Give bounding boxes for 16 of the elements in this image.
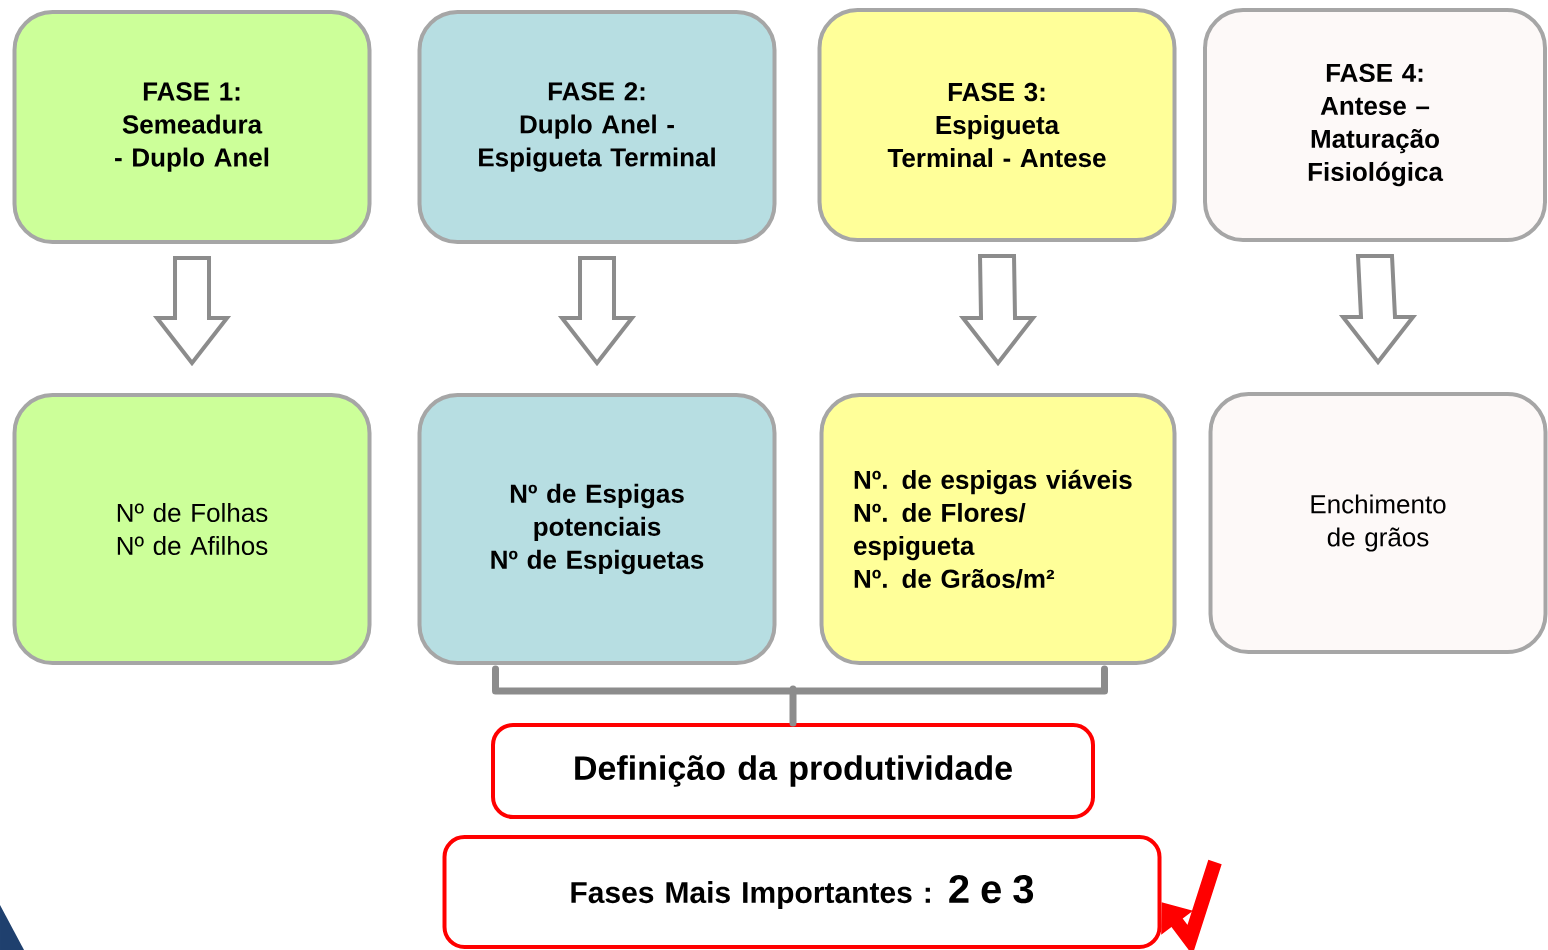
hollow-arrow: [152, 256, 232, 367]
phase-box: FASE 4: Antese – Maturação Fisiológica: [1203, 8, 1547, 242]
result-box: Nº. de espigas viáveis Nº. de Flores/ espigueta Nº. de Grãos/m²: [819, 393, 1177, 665]
result-box: Definição da produtividade: [491, 723, 1095, 819]
hollow-arrow: [958, 254, 1038, 367]
check-arrow: [1161, 859, 1222, 950]
phase-box: FASE 2: Duplo Anel - Espigueta Terminal: [417, 10, 777, 244]
result-box: Enchimento de grãos: [1208, 392, 1548, 654]
result-box: Nº de Folhas Nº de Afilhos: [12, 393, 372, 665]
bracket-connector: [492, 665, 1108, 727]
hollow-arrow: [1338, 254, 1418, 366]
result-box: Nº de Espigas potenciais Nº de Espiguetas: [417, 393, 777, 665]
phase-box: FASE 3: Espigueta Terminal - Antese: [817, 8, 1177, 242]
hollow-arrow: [557, 256, 637, 367]
phase-box: FASE 1: Semeadura - Duplo Anel: [12, 10, 372, 244]
conclusion-box: Fases Mais Importantes : 2 e 3: [442, 835, 1162, 949]
